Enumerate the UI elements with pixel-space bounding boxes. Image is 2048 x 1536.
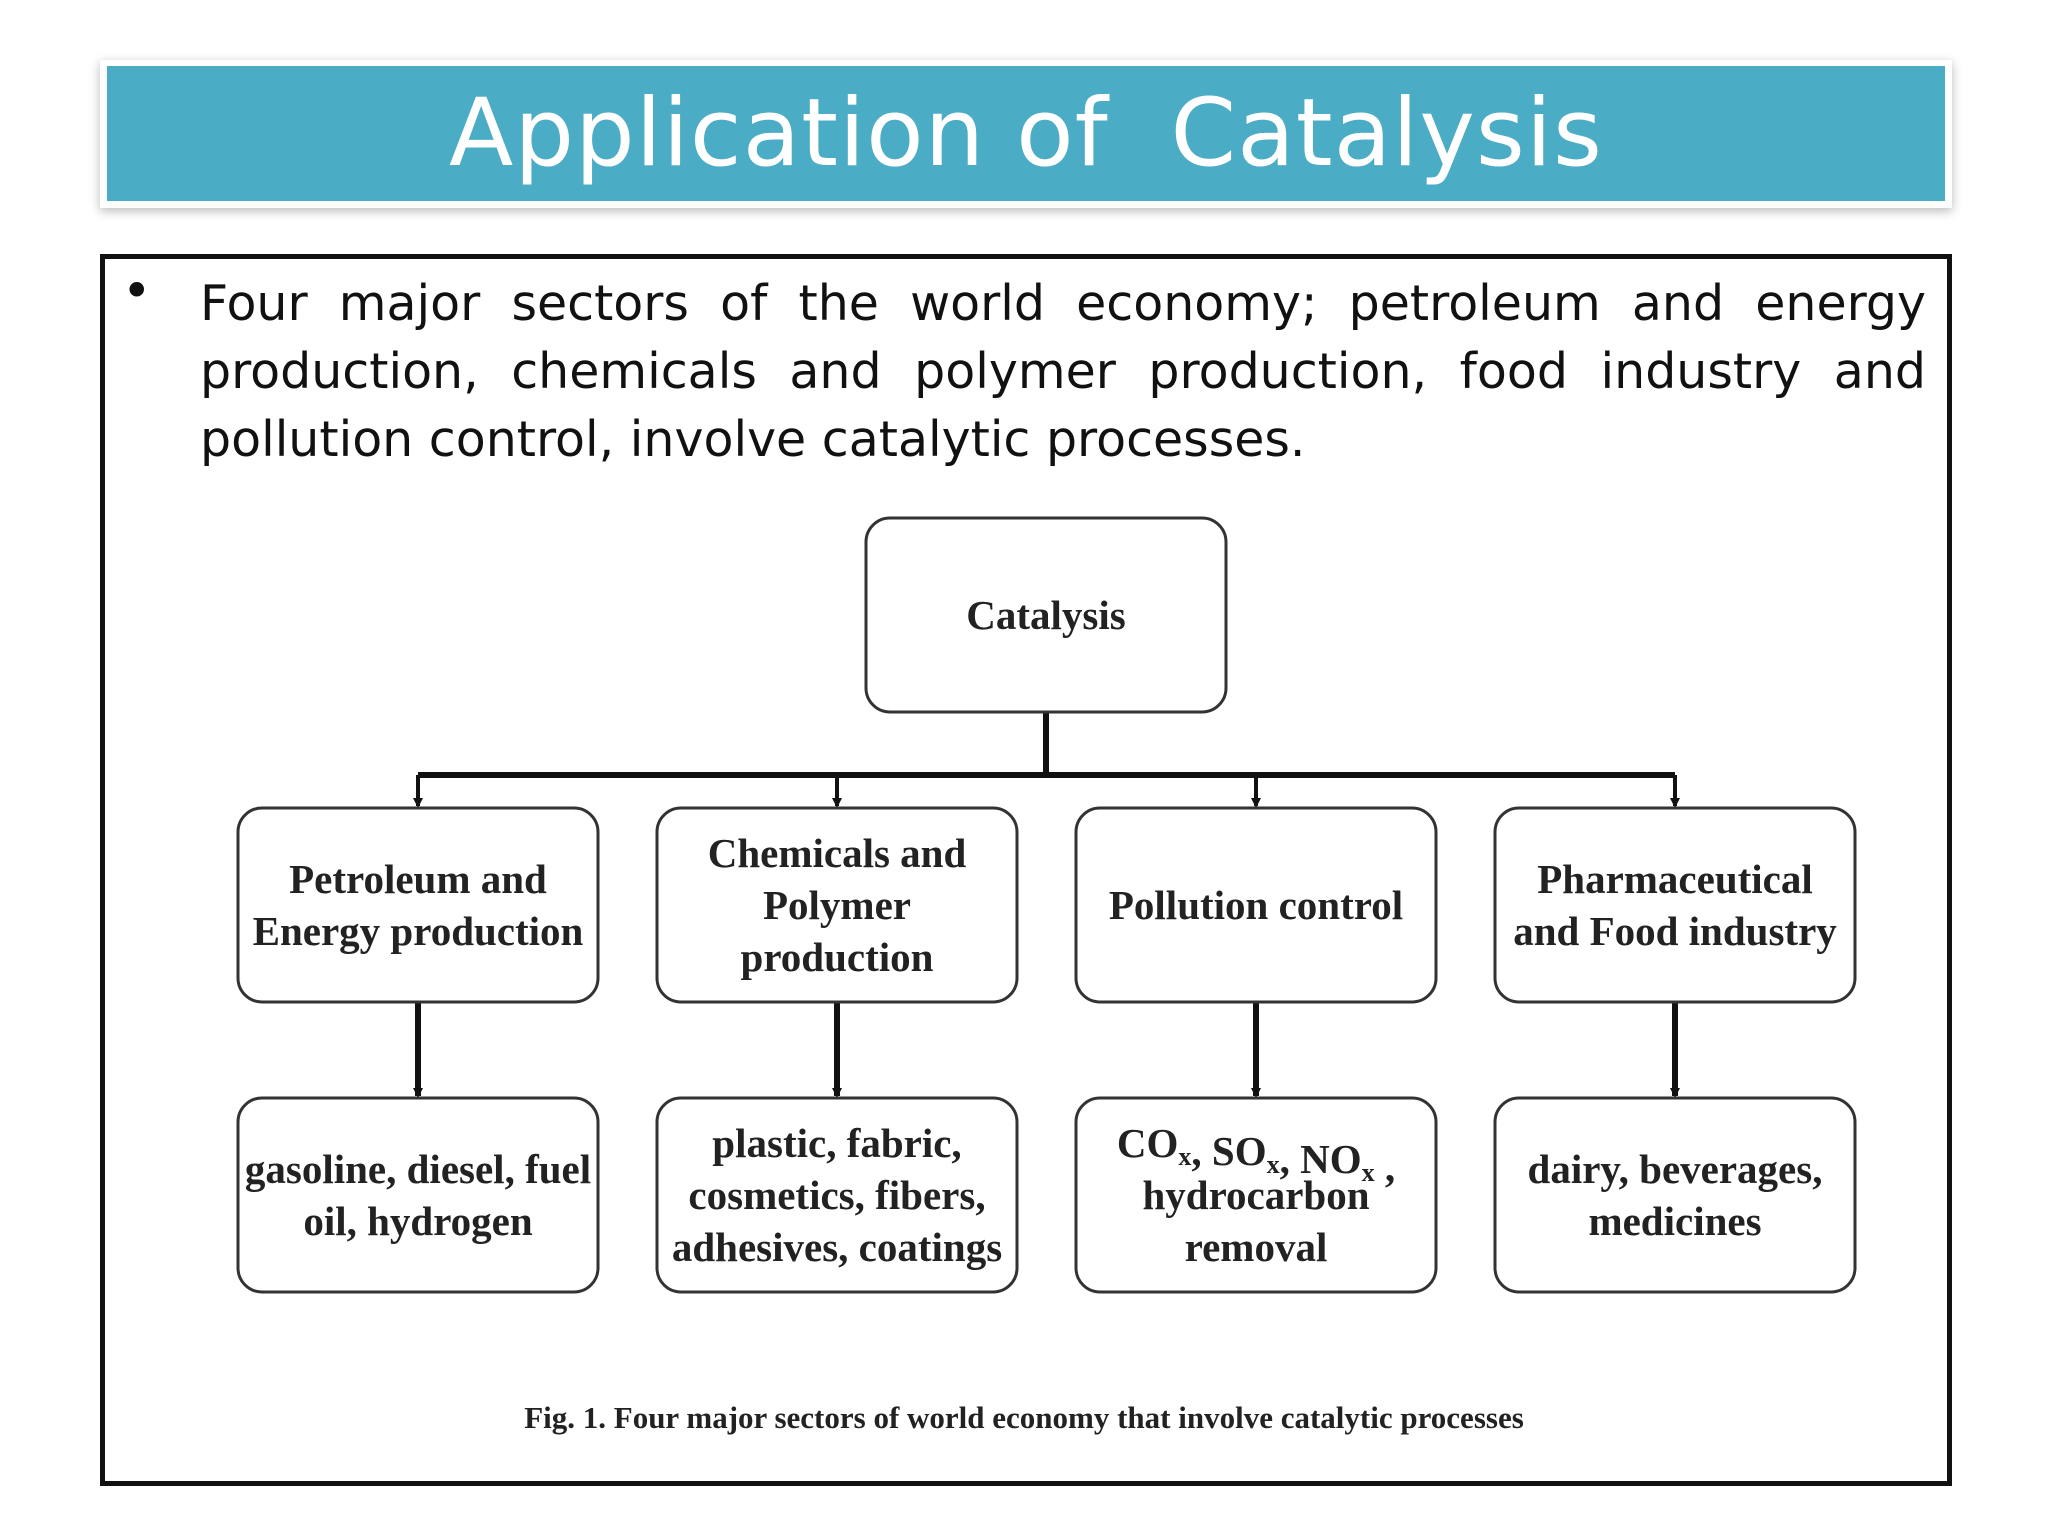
product-node-box [1493, 1096, 1857, 1294]
product-node: COx, SOx, NOx ,hydrocarbon removal [1074, 1096, 1438, 1294]
product-node-label: dairy, beverages, [1528, 1146, 1823, 1192]
sector-node-label: Pollution control [1109, 882, 1403, 928]
sector-node-label: Petroleum and [289, 856, 547, 902]
sector-node-label: Chemicals and [708, 830, 967, 876]
product-node-label: removal [1185, 1224, 1328, 1270]
product-node: gasoline, diesel, fuel oil, hydrogen [236, 1096, 600, 1294]
bullet-text: Four major sectors of the world economy;… [200, 275, 1926, 468]
root-node: Catalysis [864, 516, 1228, 714]
sector-node: Pharmaceutical and Food industry [1493, 806, 1857, 1004]
product-node-label: oil, hydrogen [303, 1198, 533, 1244]
sector-node-box [655, 806, 1019, 1004]
figure-caption: Fig. 1. Four major sectors of world econ… [524, 1400, 1524, 1435]
product-node: dairy, beverages, medicines [1493, 1096, 1857, 1294]
connectors [413, 712, 1680, 1098]
product-node-box [655, 1096, 1019, 1294]
product-node-label: cosmetics, fibers, [688, 1172, 985, 1218]
root-node-label: Catalysis [966, 592, 1125, 638]
sector-node-box [236, 806, 600, 1004]
sector-node-label: Polymer [763, 882, 911, 928]
title-banner: Application of Catalysis [107, 66, 1945, 201]
sector-node-label: Energy production [253, 908, 584, 954]
sector-node: Pollution control [1074, 806, 1438, 1004]
sector-node-label: Pharmaceutical [1537, 856, 1813, 902]
root-node-box [864, 516, 1228, 714]
sector-node-box [1074, 806, 1438, 1004]
product-node-label: medicines [1588, 1198, 1761, 1244]
slide-title: Application of Catalysis [449, 79, 1603, 188]
product-node-box [1074, 1096, 1438, 1294]
product-node-box [236, 1096, 600, 1294]
product-node-label: gasoline, diesel, fuel [245, 1146, 591, 1192]
product-node-label: hydrocarbon [1142, 1172, 1369, 1218]
product-node-label: COx, SOx, NOx , [1117, 1120, 1395, 1190]
product-node-label: adhesives, coatings [672, 1224, 1002, 1270]
product-node: plastic, fabric, cosmetics, fibers, adhesi… [655, 1096, 1019, 1294]
sector-node-label: production [741, 934, 934, 980]
product-node-label: plastic, fabric, [712, 1120, 961, 1166]
bullet-icon: • [122, 262, 152, 320]
sector-node-label: and Food industry [1513, 908, 1837, 954]
sector-node-box [1493, 806, 1857, 1004]
